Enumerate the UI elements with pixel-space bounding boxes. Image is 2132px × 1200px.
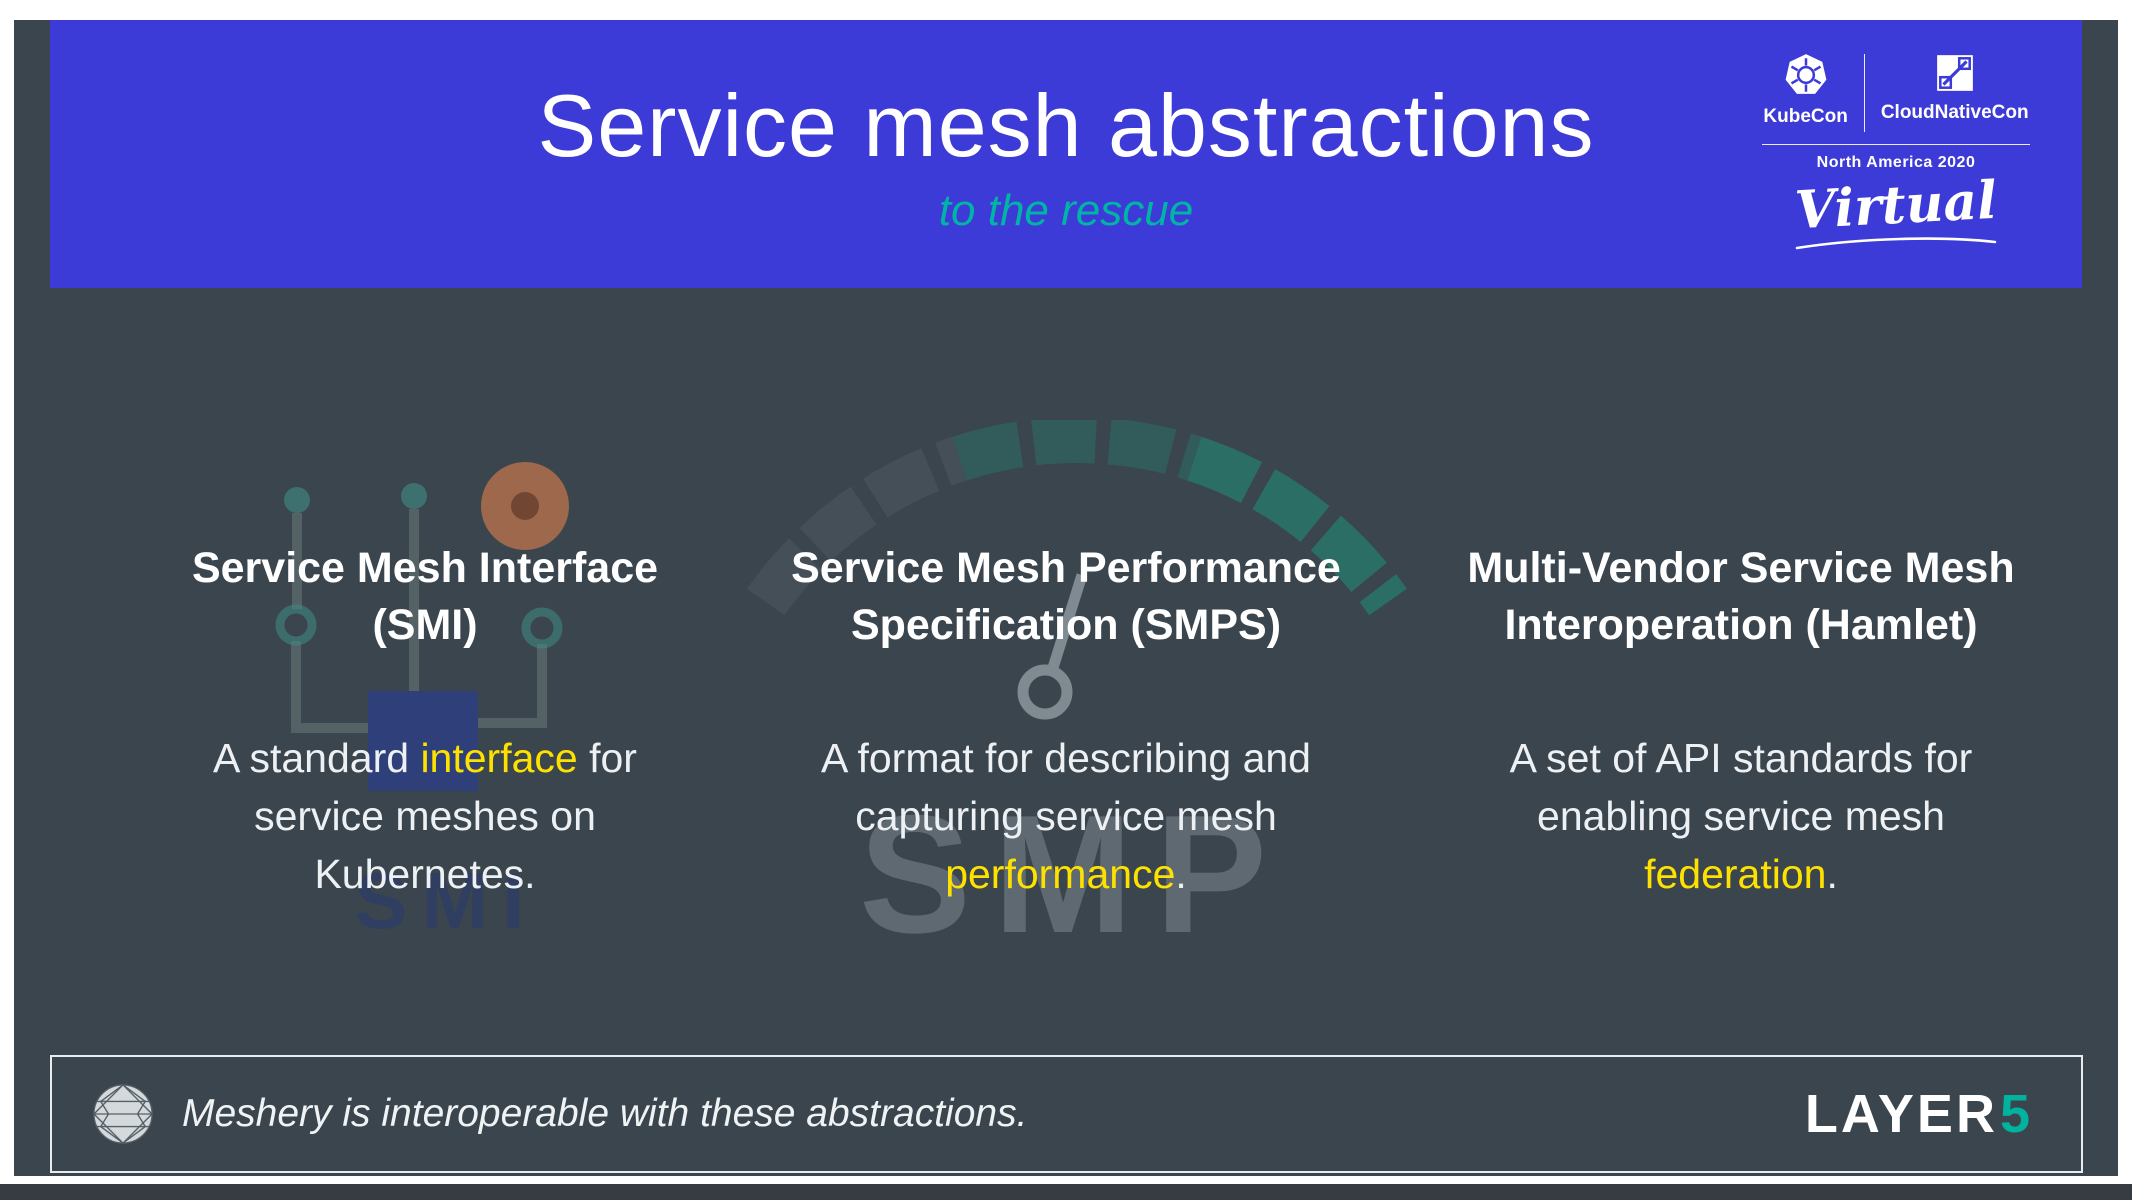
footer-note: Meshery is interoperable with these abst… (182, 1092, 1028, 1135)
hamlet-description: A set of API standards for enabling serv… (1509, 734, 1973, 897)
cloudnativecon-lockup: CloudNativeCon (1881, 52, 2029, 124)
badge-divider (1863, 54, 1865, 132)
hamlet-heading-line1: Multi-Vendor Service Mesh (1467, 544, 2015, 592)
smi-description: A standard interface for service meshes … (213, 734, 637, 897)
event-badge-logos: KubeCon CloudNativeCon (1763, 52, 2029, 132)
smi-heading-line2: (SMI) (372, 600, 478, 649)
smi-highlight-word: interface (420, 734, 578, 781)
cloudnativecon-label: CloudNativeCon (1880, 102, 2029, 123)
event-location: North America 2020 (1816, 154, 1976, 171)
smi-heading: Service Mesh Interface (SMI) (95, 540, 755, 654)
kubecon-label: KubeCon (1763, 106, 1848, 127)
smps-description: A format for describing and capturing se… (821, 734, 1311, 897)
badge-rule (1762, 144, 2030, 145)
hamlet-highlight-word: federation (1644, 850, 1827, 897)
kubecon-lockup: KubeCon (1763, 52, 1848, 128)
smi-orange-node (481, 462, 569, 550)
hamlet-heading-line2: Interoperation (Hamlet) (1504, 600, 1978, 649)
bottom-strip (0, 1184, 2132, 1200)
slide-title: Service mesh abstractions (537, 75, 1595, 175)
meshery-icon (92, 1083, 154, 1145)
smi-heading-line1: Service Mesh Interface (191, 544, 659, 592)
virtual-underline-swoosh (1795, 237, 1997, 250)
column-smi: Service Mesh Interface (SMI) A standard i… (95, 540, 755, 903)
slide: Service mesh abstractions to the rescue (14, 20, 2118, 1176)
kubernetes-wheel-icon (1785, 54, 1826, 94)
layer5-five-glyph: 5 (1999, 1084, 2033, 1144)
smps-heading-line1: Service Mesh Performance (791, 544, 1341, 592)
slide-subtitle: to the rescue (938, 186, 1194, 236)
smps-heading-line2: Specification (SMPS) (850, 600, 1282, 649)
layer5-logo: LAYER5 (1805, 1083, 2033, 1145)
title-banner: Service mesh abstractions to the rescue (50, 20, 2082, 288)
event-badge: KubeCon CloudNativeCon North Ame (1762, 52, 2030, 252)
footer-bar: Meshery is interoperable with these abst… (50, 1055, 2083, 1173)
event-virtual-label: Virtual (1793, 169, 1999, 242)
layer5-wordmark: LAYER (1804, 1084, 1998, 1144)
smps-highlight-word: performance (945, 850, 1176, 897)
cloudnativecon-icon (1936, 55, 1973, 91)
